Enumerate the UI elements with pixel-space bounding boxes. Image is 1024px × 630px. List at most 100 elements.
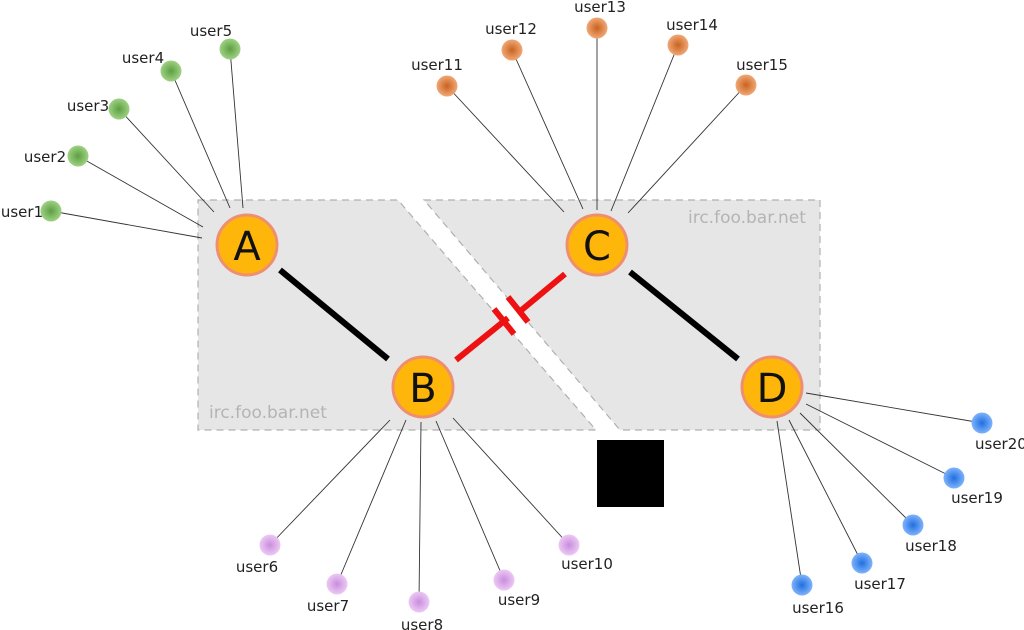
server-c[interactable]: C xyxy=(565,213,629,277)
connector-user9 xyxy=(435,420,505,581)
user-label: user15 xyxy=(736,56,788,74)
user-label: user8 xyxy=(401,616,443,630)
split-link-segment-c xyxy=(516,271,567,316)
user-label: user19 xyxy=(951,489,1003,507)
server-d-circle xyxy=(740,355,804,419)
connector-user2 xyxy=(77,155,204,228)
link-a-b xyxy=(278,267,390,362)
user-node-user6[interactable]: user6 xyxy=(236,534,281,577)
connector-user15 xyxy=(627,84,747,214)
user-label: user1 xyxy=(1,203,43,221)
connector-user17 xyxy=(788,419,863,564)
user-node-user15[interactable]: user15 xyxy=(735,56,788,96)
user-label: user18 xyxy=(905,537,957,555)
user-label: user14 xyxy=(666,16,718,34)
user-label: user10 xyxy=(561,555,613,573)
black-square xyxy=(597,440,664,507)
user-label: user11 xyxy=(411,56,463,74)
user-node-user8[interactable]: user8 xyxy=(401,591,443,630)
connector-user4 xyxy=(170,70,231,209)
user-dot xyxy=(902,514,924,536)
user-label: user7 xyxy=(307,597,349,615)
user-node-user18[interactable]: user18 xyxy=(902,514,957,556)
user-dot xyxy=(67,145,89,167)
user-dot xyxy=(108,98,130,120)
connector-user18 xyxy=(799,412,914,526)
user-node-user16[interactable]: user16 xyxy=(791,574,844,618)
connector-user19 xyxy=(805,403,955,479)
user-dot xyxy=(791,574,813,596)
server-a[interactable]: A xyxy=(215,213,279,277)
connector-user1 xyxy=(50,210,203,239)
server-c-label: C xyxy=(583,224,611,270)
user-node-user13[interactable]: user13 xyxy=(574,0,626,39)
split-link-b-c xyxy=(454,271,567,363)
user-label: user12 xyxy=(485,20,537,38)
connector-user8 xyxy=(418,421,422,603)
user-dot xyxy=(408,591,430,613)
user-dot xyxy=(436,75,458,97)
connector-user16 xyxy=(776,420,803,586)
user-dot xyxy=(493,569,515,591)
connector-user14 xyxy=(610,44,679,212)
user-label: user2 xyxy=(24,148,66,166)
user-label: user3 xyxy=(67,97,109,115)
split-cap-c xyxy=(505,295,531,324)
connector-user7 xyxy=(336,419,407,585)
server-b-label: B xyxy=(409,366,436,412)
user-dot xyxy=(851,552,873,574)
user-dot xyxy=(501,39,523,61)
user-label: user20 xyxy=(975,435,1024,453)
user-node-user19[interactable]: user19 xyxy=(943,467,1003,508)
split-link-segment-b xyxy=(454,315,510,363)
user-connector-lines xyxy=(50,28,983,603)
user-node-user1[interactable]: user1 xyxy=(1,200,62,222)
user-dot xyxy=(667,34,689,56)
connector-user5 xyxy=(229,48,244,209)
user-label: user9 xyxy=(498,591,540,609)
user-dot xyxy=(326,573,348,595)
user-node-user12[interactable]: user12 xyxy=(485,20,537,61)
user-dot xyxy=(971,412,993,434)
user-node-user10[interactable]: user10 xyxy=(558,534,613,574)
user-dot xyxy=(586,17,608,39)
user-node-user5[interactable]: user5 xyxy=(190,22,241,60)
user-label: user16 xyxy=(792,599,844,617)
link-c-d xyxy=(628,269,740,362)
server-b[interactable]: B xyxy=(391,355,455,419)
user-label: user4 xyxy=(122,49,164,67)
user-node-user7[interactable]: user7 xyxy=(307,573,349,616)
server-d-label: D xyxy=(757,366,788,412)
server-d[interactable]: D xyxy=(740,355,804,419)
server-a-label: A xyxy=(233,224,261,270)
user-label: user5 xyxy=(190,22,232,40)
connector-user10 xyxy=(452,417,570,546)
connector-user6 xyxy=(269,419,391,546)
connector-user12 xyxy=(511,49,584,210)
server-b-circle xyxy=(391,355,455,419)
user-dot xyxy=(259,534,281,556)
user-node-user14[interactable]: user14 xyxy=(666,16,718,56)
connector-user20 xyxy=(805,392,983,424)
network-label-left: irc.foo.bar.net xyxy=(209,403,327,423)
user-node-user9[interactable]: user9 xyxy=(493,569,541,610)
network-region-left xyxy=(197,199,598,431)
user-dot xyxy=(735,74,757,96)
user-node-user17[interactable]: user17 xyxy=(851,552,906,594)
user-dot xyxy=(40,200,62,222)
network-label-right: irc.foo.bar.net xyxy=(688,208,806,228)
user-node-user3[interactable]: user3 xyxy=(67,97,130,120)
network-region-right xyxy=(422,199,821,431)
user-label: user17 xyxy=(854,575,906,593)
user-node-user2[interactable]: user2 xyxy=(24,145,89,167)
connector-user11 xyxy=(446,85,565,213)
user-node-user4[interactable]: user4 xyxy=(122,49,182,82)
user-node-user11[interactable]: user11 xyxy=(411,56,463,97)
user-node-user20[interactable]: user20 xyxy=(971,412,1024,454)
user-dot xyxy=(943,467,965,489)
server-c-circle xyxy=(565,213,629,277)
connector-user3 xyxy=(118,108,215,213)
user-label: user6 xyxy=(236,558,278,576)
